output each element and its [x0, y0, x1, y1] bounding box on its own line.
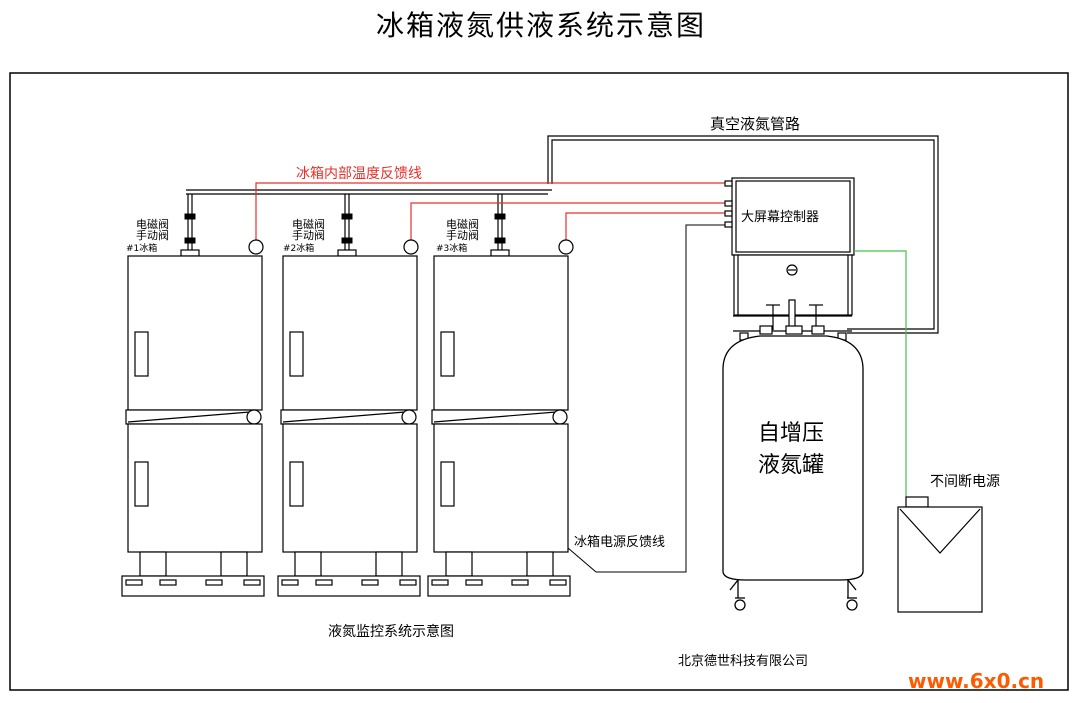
temp-feedback-label: 冰箱内部温度反馈线: [296, 166, 422, 182]
solenoid-valve-blocks: [180, 249, 510, 257]
valve-label-1b: 手动阀: [136, 228, 169, 242]
tank-fittings: [733, 299, 852, 341]
self-pressurizing-ln2-tank: [722, 335, 864, 611]
ups-label: 不间断电源: [930, 474, 1000, 490]
temperature-feedback-wires: [255, 182, 732, 240]
valves: [184, 213, 506, 244]
valve-label-2a: 电磁阀: [292, 217, 325, 231]
valve-label-2b: 手动阀: [292, 228, 325, 242]
freezer-labels: 电磁阀 手动阀 #1冰箱 电磁阀 手动阀 #2冰箱 电磁阀 手动阀 #3冰箱: [126, 217, 479, 254]
diagram-title: 冰箱液氮供液系统示意图: [375, 9, 706, 42]
ups-power-wire: [854, 250, 907, 497]
freezer-tag-2: #2冰箱: [283, 242, 314, 254]
freezer-tag-1: #1冰箱: [126, 242, 157, 254]
large-screen-controller: [724, 177, 855, 316]
valve-label-3b: 手动阀: [446, 228, 479, 242]
power-feedback-wire: [567, 224, 732, 573]
tank-label-line2: 液氮罐: [758, 453, 824, 478]
freezer-3: [427, 255, 571, 597]
diagram-frame: [9, 72, 1069, 691]
site-watermark: www.6x0.cn: [908, 669, 1044, 693]
power-feedback-label: 冰箱电源反馈线: [574, 534, 665, 550]
controller-label: 大屏幕控制器: [741, 210, 819, 225]
freezer-tag-3: #3冰箱: [436, 242, 467, 254]
vacuum-pipe-label: 真空液氮管路: [710, 115, 800, 133]
valve-label-3a: 电磁阀: [446, 217, 479, 231]
monitoring-caption: 液氮监控系统示意图: [328, 623, 454, 640]
uninterruptible-power-supply: [897, 496, 983, 613]
freezer-2: [277, 255, 421, 597]
temperature-sensors: [248, 239, 574, 255]
tank-label-line1: 自增压: [758, 421, 824, 446]
company-name: 北京德世科技有限公司: [678, 654, 808, 669]
freezer-1: [121, 255, 265, 597]
valve-label-1a: 电磁阀: [136, 217, 169, 231]
